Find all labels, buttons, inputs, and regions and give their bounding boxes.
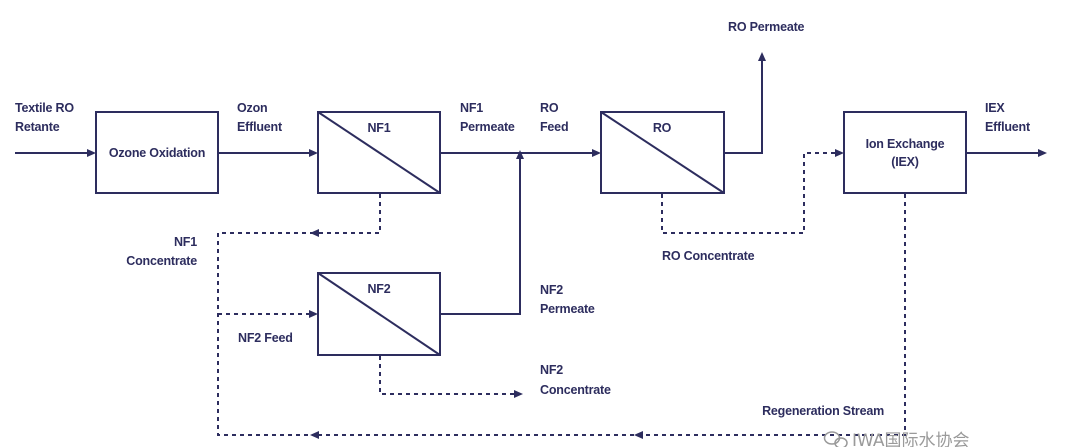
arrow-nf1-concentrate-icon bbox=[310, 229, 319, 237]
arrow-heads bbox=[87, 52, 1047, 439]
ro-feed-top-label: RO bbox=[540, 101, 559, 115]
nf2-membrane-line bbox=[317, 272, 441, 356]
wechat-icon bbox=[823, 431, 848, 447]
nf1-label: NF1 bbox=[367, 121, 390, 135]
ozone-oxidation-block: Ozone Oxidation bbox=[95, 111, 219, 194]
textile-ro-label: Textile RO bbox=[15, 101, 74, 115]
nf1-membrane-line bbox=[317, 111, 441, 194]
arrow-into-ro-icon bbox=[592, 149, 601, 157]
ion-exchange-label: Ion Exchange bbox=[866, 137, 945, 151]
arrow-into-ozone-icon bbox=[87, 149, 96, 157]
iex-label: IEX bbox=[985, 101, 1005, 115]
nf1-concentrate-label: Concentrate bbox=[126, 254, 197, 268]
arrow-regeneration-end-icon bbox=[310, 431, 319, 439]
nf2-permeate-top-label: NF2 bbox=[540, 283, 563, 297]
arrow-iex-effluent-icon bbox=[1038, 149, 1047, 157]
ozon-label: Ozon bbox=[237, 101, 267, 115]
nf1-block: NF1 bbox=[317, 111, 441, 194]
nf1-permeate-label: Permeate bbox=[460, 120, 515, 134]
nf2-concentrate-line bbox=[379, 356, 515, 395]
ro-feed-label: Feed bbox=[540, 120, 568, 134]
arrow-into-iex-icon bbox=[835, 149, 844, 157]
nf1-permeate-top-label: NF1 bbox=[460, 101, 483, 115]
stream-labels: Textile RO Retante Ozon Effluent NF1 Per… bbox=[15, 20, 1031, 418]
arrow-into-nf1-icon bbox=[309, 149, 318, 157]
arrow-regeneration-mid-icon bbox=[634, 431, 643, 439]
ozon-effluent-label: Effluent bbox=[237, 120, 283, 134]
nf2-feed-label: NF2 Feed bbox=[238, 331, 293, 345]
ro-label: RO bbox=[653, 121, 672, 135]
regeneration-stream-line bbox=[318, 194, 906, 436]
ro-permeate-line bbox=[724, 60, 763, 154]
ozone-oxidation-label: Ozone Oxidation bbox=[109, 146, 205, 160]
nf1-concentrate-top-label: NF1 bbox=[174, 235, 197, 249]
ro-concentrate-line bbox=[661, 152, 838, 234]
ro-block: RO bbox=[600, 111, 725, 194]
nf2-concentrate-label: Concentrate bbox=[540, 383, 611, 397]
arrow-nf2-permeate-icon bbox=[516, 150, 524, 159]
nf1-concentrate-line bbox=[318, 194, 381, 234]
retante-label: Retante bbox=[15, 120, 60, 134]
ion-exchange-block: Ion Exchange (IEX) bbox=[843, 111, 967, 194]
ro-membrane-line bbox=[600, 111, 725, 194]
nf2-label: NF2 bbox=[367, 282, 390, 296]
watermark: IWA国际水协会 bbox=[823, 431, 970, 447]
ro-concentrate-label: RO Concentrate bbox=[662, 249, 755, 263]
iex-effluent-label: Effluent bbox=[985, 120, 1031, 134]
ion-exchange-abbr-label: (IEX) bbox=[891, 155, 919, 169]
nf2-concentrate-top-label: NF2 bbox=[540, 363, 563, 377]
arrow-ro-permeate-icon bbox=[758, 52, 766, 61]
nf2-permeate-label: Permeate bbox=[540, 302, 595, 316]
secondary-flow-lines bbox=[217, 152, 906, 436]
ro-permeate-label: RO Permeate bbox=[728, 20, 805, 34]
nf1-concentrate-bypass-line bbox=[217, 232, 314, 436]
regeneration-stream-label: Regeneration Stream bbox=[762, 404, 884, 418]
arrow-nf2-concentrate-icon bbox=[514, 390, 523, 398]
arrow-into-nf2-icon bbox=[309, 310, 318, 318]
nf2-block: NF2 bbox=[317, 272, 441, 356]
nf2-permeate-line bbox=[440, 158, 521, 315]
watermark-text: IWA国际水协会 bbox=[852, 431, 970, 447]
main-flow-lines bbox=[15, 60, 1040, 315]
